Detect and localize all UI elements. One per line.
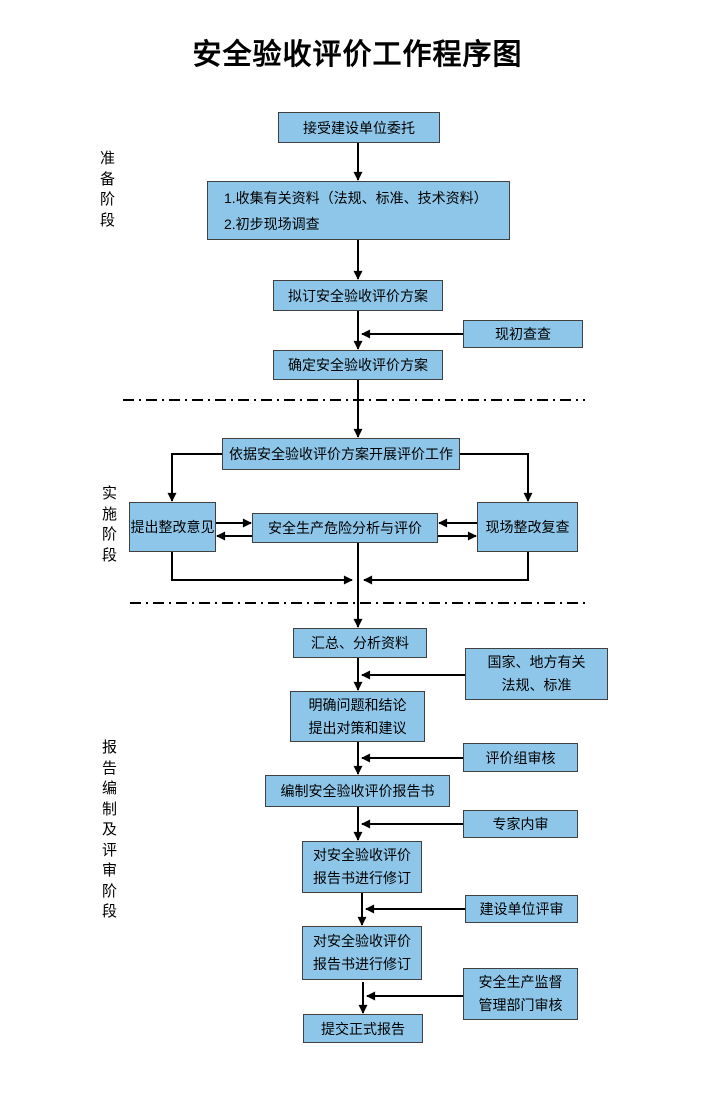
- node-evaluation-team-review: 评价组审核: [463, 743, 578, 772]
- node-initial-site-check: 现初查查: [463, 320, 583, 348]
- node-safety-supervision-authority-review: 安全生产监督 管理部门审核: [463, 968, 578, 1020]
- node-compile-evaluation-report: 编制安全验收评价报告书: [265, 775, 450, 807]
- page-title: 安全验收评价工作程序图: [192, 39, 523, 71]
- node-carry-out-evaluation: 依据安全验收评价方案开展评价工作: [222, 438, 460, 470]
- node-revise-report-1: 对安全验收评价 报告书进行修订: [302, 841, 422, 893]
- node-collect-materials: 1.收集有关资料（法规、标准、技术资料） 2.初步现场调查: [207, 181, 510, 240]
- node-site-rectification-recheck: 现场整改复查: [477, 502, 578, 552]
- node-draft-evaluation-plan: 拟订安全验收评价方案: [273, 280, 443, 311]
- node-hazard-analysis-evaluation: 安全生产危险分析与评价: [252, 513, 438, 543]
- node-expert-internal-audit: 专家内审: [463, 810, 578, 838]
- node-summarize-analyze-data: 汇总、分析资料: [293, 628, 427, 658]
- node-submit-formal-report: 提交正式报告: [303, 1014, 423, 1043]
- node-national-local-regulations: 国家、地方有关 法规、标准: [465, 648, 608, 700]
- node-accept-commission: 接受建设单位委托: [278, 112, 440, 143]
- node-clarify-problems-suggestions: 明确问题和结论 提出对策和建议: [290, 691, 425, 742]
- node-rectification-opinion: 提出整改意见: [129, 502, 216, 552]
- node-owner-unit-review: 建设单位评审: [465, 895, 578, 923]
- stage-label-implementation: 实施阶段: [101, 485, 117, 564]
- node-revise-report-2: 对安全验收评价 报告书进行修订: [302, 926, 422, 980]
- stage-label-report-review: 报告编制及评审阶段: [101, 739, 117, 920]
- node-confirm-evaluation-plan: 确定安全验收评价方案: [273, 350, 443, 380]
- stage-label-preparation: 准备阶段: [99, 150, 115, 229]
